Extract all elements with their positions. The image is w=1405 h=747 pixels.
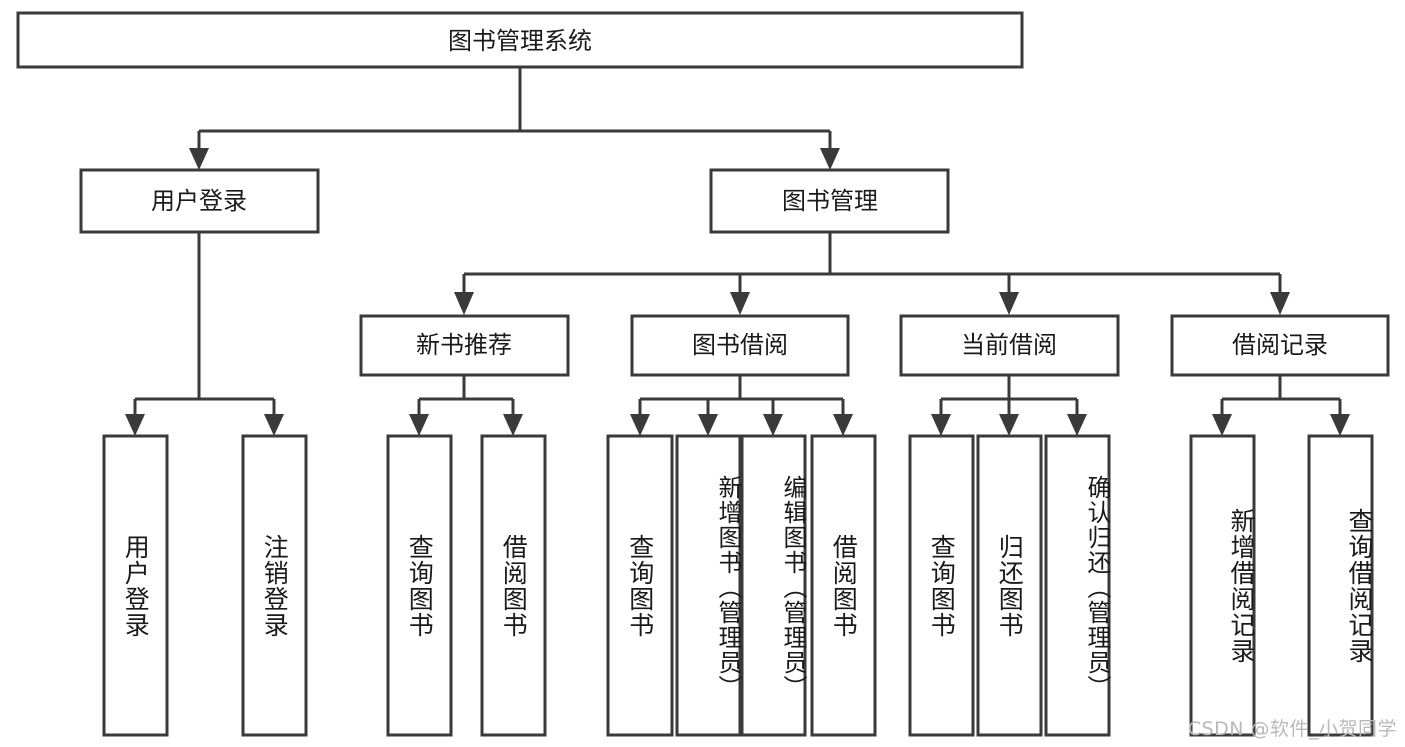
arrowhead-icon [730,292,750,315]
arrowhead-icon [125,414,145,436]
node-root-box[interactable] [16,11,1024,69]
arrowhead-icon [1330,414,1350,436]
leaf-box-group [102,434,1374,737]
node-root-label: 图书管理系统 [448,27,592,55]
arrowhead-icon [820,148,840,170]
node-book-borrow-label: 图书借阅 [692,331,788,359]
node-book-borrow[interactable]: 图书借阅 [630,314,850,377]
node-root[interactable]: 图书管理系统 [16,11,1024,69]
arrowhead-icon [1067,414,1087,436]
leaf-box-query-book-nbr[interactable] [386,434,453,737]
arrowhead-group [125,148,1350,436]
leaf-box-borrow-book-bb[interactable] [810,434,877,737]
leaf-box-query-borrow-record[interactable] [1307,434,1374,737]
node-new-book-recommend-box[interactable] [359,314,570,377]
node-book-management[interactable]: 图书管理 [709,168,950,234]
leaf-box-user-login[interactable] [102,434,169,737]
node-current-borrow[interactable]: 当前借阅 [899,314,1120,377]
node-new-book-recommend[interactable]: 新书推荐 [359,314,570,377]
leaf-box-add-book-admin[interactable] [675,434,742,737]
node-user-login-box[interactable] [79,168,320,234]
watermark-text: CSDN @软件_小贺同学 [1187,718,1397,740]
arrowhead-icon [931,414,951,436]
node-user-login[interactable]: 用户登录 [79,168,320,234]
node-borrow-record-box[interactable] [1170,314,1390,377]
node-book-borrow-box[interactable] [630,314,850,377]
arrowhead-icon [833,414,853,436]
arrowhead-icon [503,414,523,436]
leaf-box-confirm-return-admin[interactable] [1044,434,1111,737]
arrowhead-icon [409,414,429,436]
arrowhead-icon [264,414,284,436]
arrowhead-icon [698,414,718,436]
node-current-borrow-box[interactable] [899,314,1120,377]
node-user-login-label: 用户登录 [151,187,247,215]
leaf-box-query-book-bb[interactable] [606,434,674,737]
connector-group [133,67,1342,414]
leaf-box-return-book[interactable] [976,434,1043,737]
arrowhead-icon [630,414,650,436]
arrowhead-icon [1212,414,1232,436]
node-borrow-record-label: 借阅记录 [1232,331,1328,359]
leaf-box-edit-book-admin[interactable] [740,434,807,737]
arrowhead-icon [1270,292,1290,315]
leaf-box-logout[interactable] [241,434,308,737]
node-current-borrow-label: 当前借阅 [961,331,1057,359]
arrowhead-icon [189,148,209,170]
leaf-box-add-borrow-record[interactable] [1189,434,1256,737]
arrowhead-icon [454,292,474,315]
node-book-management-box[interactable] [709,168,950,234]
arrowhead-icon [763,414,783,436]
node-new-book-recommend-label: 新书推荐 [416,331,512,359]
arrowhead-icon [999,292,1019,315]
node-borrow-record[interactable]: 借阅记录 [1170,314,1390,377]
node-book-management-label: 图书管理 [782,187,878,215]
arrowhead-icon [999,414,1019,436]
leaf-box-borrow-book-nbr[interactable] [480,434,547,737]
leaf-box-query-book-cb[interactable] [908,434,975,737]
